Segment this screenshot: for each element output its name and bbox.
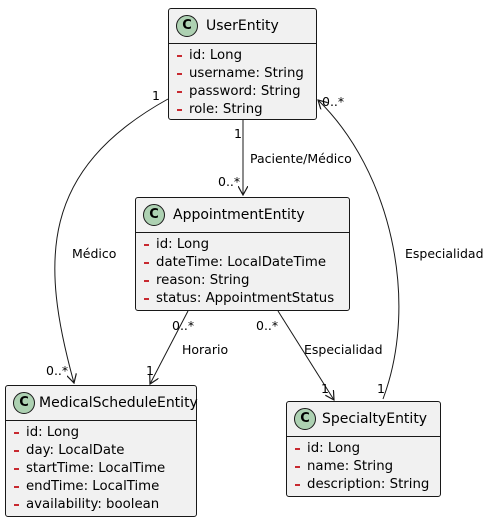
relation-label: Horario xyxy=(182,342,229,357)
multiplicity: 1 xyxy=(321,381,329,396)
private-marker-icon xyxy=(144,298,149,300)
class-header: C MedicalScheduleEntity xyxy=(6,386,198,421)
relation-user-schedule xyxy=(54,98,169,383)
field: endTime: LocalTime xyxy=(6,478,196,496)
multiplicity: 1 xyxy=(377,381,385,396)
field: reason: String xyxy=(136,272,349,290)
private-marker-icon xyxy=(177,73,182,75)
class-name: AppointmentEntity xyxy=(173,207,305,223)
relation-label: Médico xyxy=(72,246,117,261)
field: id: Long xyxy=(169,47,316,65)
class-badge-icon: C xyxy=(143,204,165,226)
multiplicity: 1 xyxy=(152,88,160,103)
private-marker-icon xyxy=(295,484,300,486)
field: id: Long xyxy=(6,424,196,442)
specialty-entity-class[interactable]: C SpecialtyEntity id: Long name: String … xyxy=(286,401,441,497)
field: status: AppointmentStatus xyxy=(136,290,349,308)
private-marker-icon xyxy=(14,432,19,434)
appointment-entity-class[interactable]: C AppointmentEntity id: Long dateTime: L… xyxy=(135,197,350,311)
multiplicity: 0..* xyxy=(46,363,69,378)
class-name: SpecialtyEntity xyxy=(322,411,428,427)
field: password: String xyxy=(169,83,316,101)
multiplicity: 0..* xyxy=(218,174,241,189)
multiplicity: 0..* xyxy=(256,318,279,333)
class-header: C AppointmentEntity xyxy=(136,198,349,233)
multiplicity: 0..* xyxy=(322,94,345,109)
relation-appointment-specialty xyxy=(277,310,334,400)
relation-label: Especialidad xyxy=(405,246,484,261)
relation-label: Paciente/Médico xyxy=(250,151,352,166)
field: description: String xyxy=(287,476,440,494)
multiplicity: 1 xyxy=(146,363,154,378)
class-badge-icon: C xyxy=(13,392,35,414)
multiplicity: 0..* xyxy=(172,318,195,333)
class-header: C UserEntity xyxy=(169,9,316,44)
field: role: String xyxy=(169,101,316,119)
field-list: id: Long name: String description: Strin… xyxy=(287,437,440,494)
field: username: String xyxy=(169,65,316,83)
class-badge-icon: C xyxy=(176,15,198,37)
private-marker-icon xyxy=(177,91,182,93)
private-marker-icon xyxy=(14,504,19,506)
private-marker-icon xyxy=(144,244,149,246)
field: startTime: LocalTime xyxy=(6,460,196,478)
field: id: Long xyxy=(136,236,349,254)
private-marker-icon xyxy=(177,109,182,111)
relation-specialty-user xyxy=(318,100,400,400)
field: dateTime: LocalDateTime xyxy=(136,254,349,272)
field: id: Long xyxy=(287,440,440,458)
private-marker-icon xyxy=(177,55,182,57)
class-badge-icon: C xyxy=(294,408,316,430)
relation-label: Especialidad xyxy=(304,342,383,357)
field: availability: boolean xyxy=(6,496,196,514)
private-marker-icon xyxy=(295,466,300,468)
class-name: MedicalScheduleEntity xyxy=(39,395,198,411)
field-list: id: Long username: String password: Stri… xyxy=(169,44,316,119)
multiplicity: 1 xyxy=(234,126,242,141)
field: day: LocalDate xyxy=(6,442,196,460)
private-marker-icon xyxy=(14,486,19,488)
private-marker-icon xyxy=(144,280,149,282)
private-marker-icon xyxy=(14,468,19,470)
private-marker-icon xyxy=(144,262,149,264)
field-list: id: Long day: LocalDate startTime: Local… xyxy=(6,421,196,514)
private-marker-icon xyxy=(14,450,19,452)
relation-appointment-schedule xyxy=(150,310,189,384)
field: name: String xyxy=(287,458,440,476)
class-name: UserEntity xyxy=(206,18,279,34)
class-header: C SpecialtyEntity xyxy=(287,402,440,437)
private-marker-icon xyxy=(295,448,300,450)
field-list: id: Long dateTime: LocalDateTime reason:… xyxy=(136,233,349,308)
user-entity-class[interactable]: C UserEntity id: Long username: String p… xyxy=(168,8,317,120)
medical-schedule-entity-class[interactable]: C MedicalScheduleEntity id: Long day: Lo… xyxy=(5,385,198,517)
